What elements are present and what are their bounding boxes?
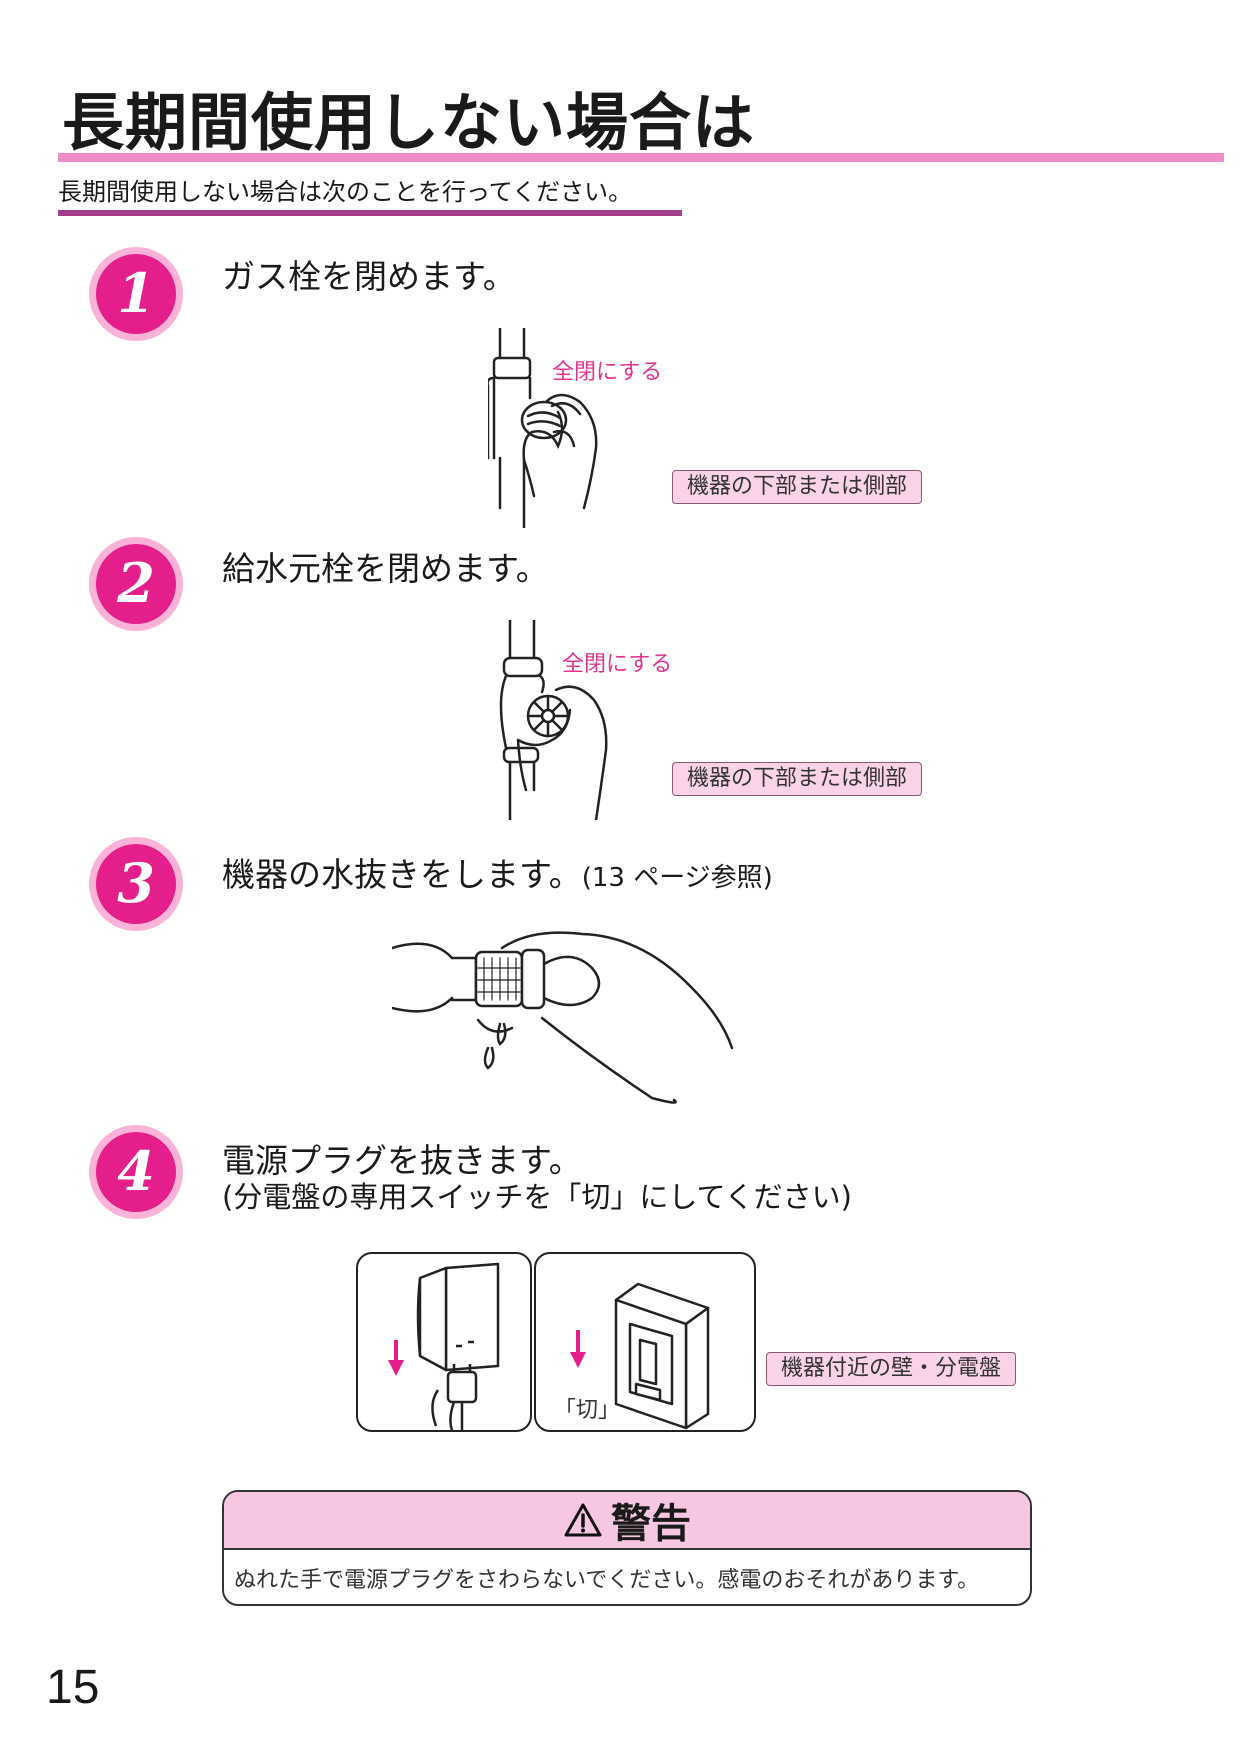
step-4-location-box: 機器付近の壁・分電盤 <box>766 1352 1017 1386</box>
gas-valve-hand-illustration <box>488 328 598 528</box>
step-1-title: ガス栓を閉めます。 <box>222 257 516 296</box>
warning-title: 警告 <box>611 1501 691 1547</box>
warning-header: 警告 <box>224 1492 1030 1550</box>
step-4-title: 電源プラグを抜きます。 <box>222 1141 582 1180</box>
drain-plug-hand-illustration <box>392 931 734 1104</box>
warning-text: ぬれた手で電源プラグをさわらないでください。感電のおそれがあります。 <box>234 1568 980 1593</box>
step-4-badge: 4 <box>89 1125 183 1219</box>
page-title: 長期間使用しない場合は <box>62 86 756 159</box>
plug-unplug-illustration <box>388 1262 500 1431</box>
warning-box: 警告 ぬれた手で電源プラグをさわらないでください。感電のおそれがあります。 <box>222 1490 1032 1606</box>
breaker-switch-illustration <box>570 1282 710 1430</box>
step-2-action-label: 全閉にする <box>562 652 673 677</box>
step-1-badge: 1 <box>89 247 183 341</box>
breaker-switch-panel: 「切」 <box>534 1252 756 1432</box>
step-2-title: 給水元栓を閉めます。 <box>222 549 549 588</box>
water-valve-hand-illustration <box>499 620 608 820</box>
step-3-title: 機器の水抜きをします。 <box>222 855 582 894</box>
step-2-number: 2 <box>116 551 155 615</box>
step-3-badge: 3 <box>89 837 183 931</box>
title-underline <box>58 153 1224 162</box>
step-2-location-box: 機器の下部または側部 <box>672 762 923 796</box>
step-4-subtitle: (分電盤の専用スイッチを「切」にしてください) <box>222 1180 852 1214</box>
step-3-page-reference: (13 ページ参照) <box>581 863 773 893</box>
subtitle-underline <box>58 210 682 216</box>
step-3-number: 3 <box>117 851 155 915</box>
step-1-number: 1 <box>117 261 155 325</box>
step-1-action-label: 全閉にする <box>552 360 663 385</box>
plug-outlet-panel <box>356 1252 532 1432</box>
step-2-badge: 2 <box>89 537 183 631</box>
step-4-number: 4 <box>117 1139 155 1203</box>
page-number: 15 <box>46 1661 100 1714</box>
warning-triangle-icon <box>564 1503 602 1537</box>
off-switch-label: 「切」 <box>554 1398 621 1423</box>
page-subtitle: 長期間使用しない場合は次のことを行ってください。 <box>58 178 633 206</box>
step-1-location-box: 機器の下部または側部 <box>672 470 923 504</box>
